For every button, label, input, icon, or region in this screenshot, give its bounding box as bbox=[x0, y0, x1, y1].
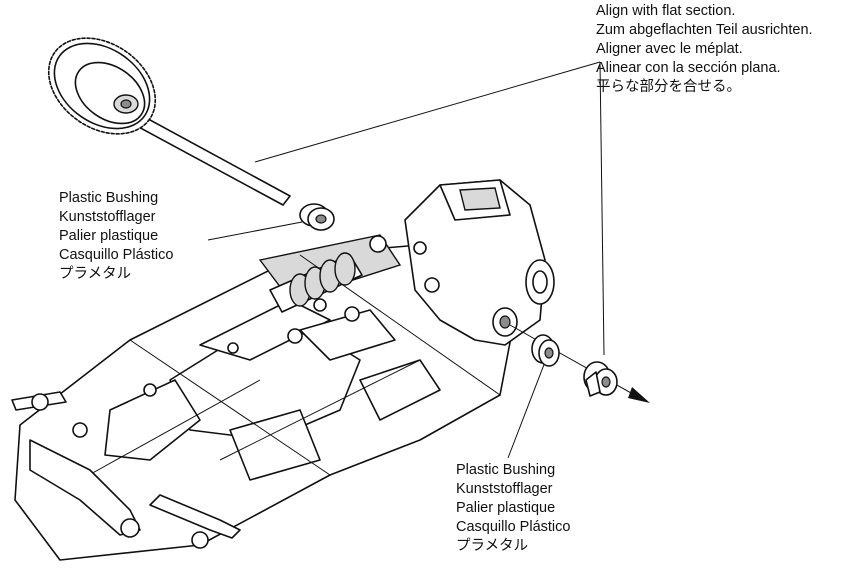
plastic-bushing-bottom bbox=[531, 334, 560, 367]
bushing-bottom-fr: Palier plastique bbox=[456, 500, 556, 516]
bushing-bottom-de: Kunststofflager bbox=[456, 481, 553, 497]
plastic-bushing-top bbox=[299, 203, 335, 231]
note-line-es: Alinear con la sección plana. bbox=[596, 60, 781, 76]
bushing-label-top: Plastic Bushing Kunststofflager Palier p… bbox=[59, 189, 173, 284]
gearbox bbox=[404, 179, 555, 346]
bushing-label-bottom: Plastic Bushing Kunststofflager Palier p… bbox=[456, 461, 570, 556]
shaft-end-part bbox=[583, 361, 618, 397]
bushing-top-fr: Palier plastique bbox=[59, 228, 159, 244]
note-line-fr: Aligner avec le méplat. bbox=[596, 41, 743, 57]
bushing-top-en: Plastic Bushing bbox=[59, 190, 159, 206]
spur-gear bbox=[47, 37, 157, 135]
note-line-de: Zum abgeflachten Teil ausrichten. bbox=[596, 22, 813, 38]
rear-shaft-arrow bbox=[509, 324, 650, 403]
bushing-top-de: Kunststofflager bbox=[59, 209, 156, 225]
worm-gear bbox=[269, 235, 387, 344]
front-suspension bbox=[11, 391, 241, 539]
bushing-bottom-ja: プラメタル bbox=[456, 538, 529, 554]
bushing-bottom-es: Casquillo Plástico bbox=[456, 519, 571, 535]
leader-lines bbox=[207, 61, 605, 459]
note-line-ja: 平らな部分を合せる。 bbox=[596, 79, 741, 95]
bushing-top-es: Casquillo Plástico bbox=[59, 247, 174, 263]
bushing-top-ja: プラメタル bbox=[59, 266, 132, 282]
align-flat-section-note: Align with flat section. Zum abgeflachte… bbox=[596, 2, 813, 97]
bushing-bottom-en: Plastic Bushing bbox=[456, 462, 556, 478]
spur-gear-shaft bbox=[47, 37, 291, 206]
note-line-en: Align with flat section. bbox=[596, 3, 736, 19]
